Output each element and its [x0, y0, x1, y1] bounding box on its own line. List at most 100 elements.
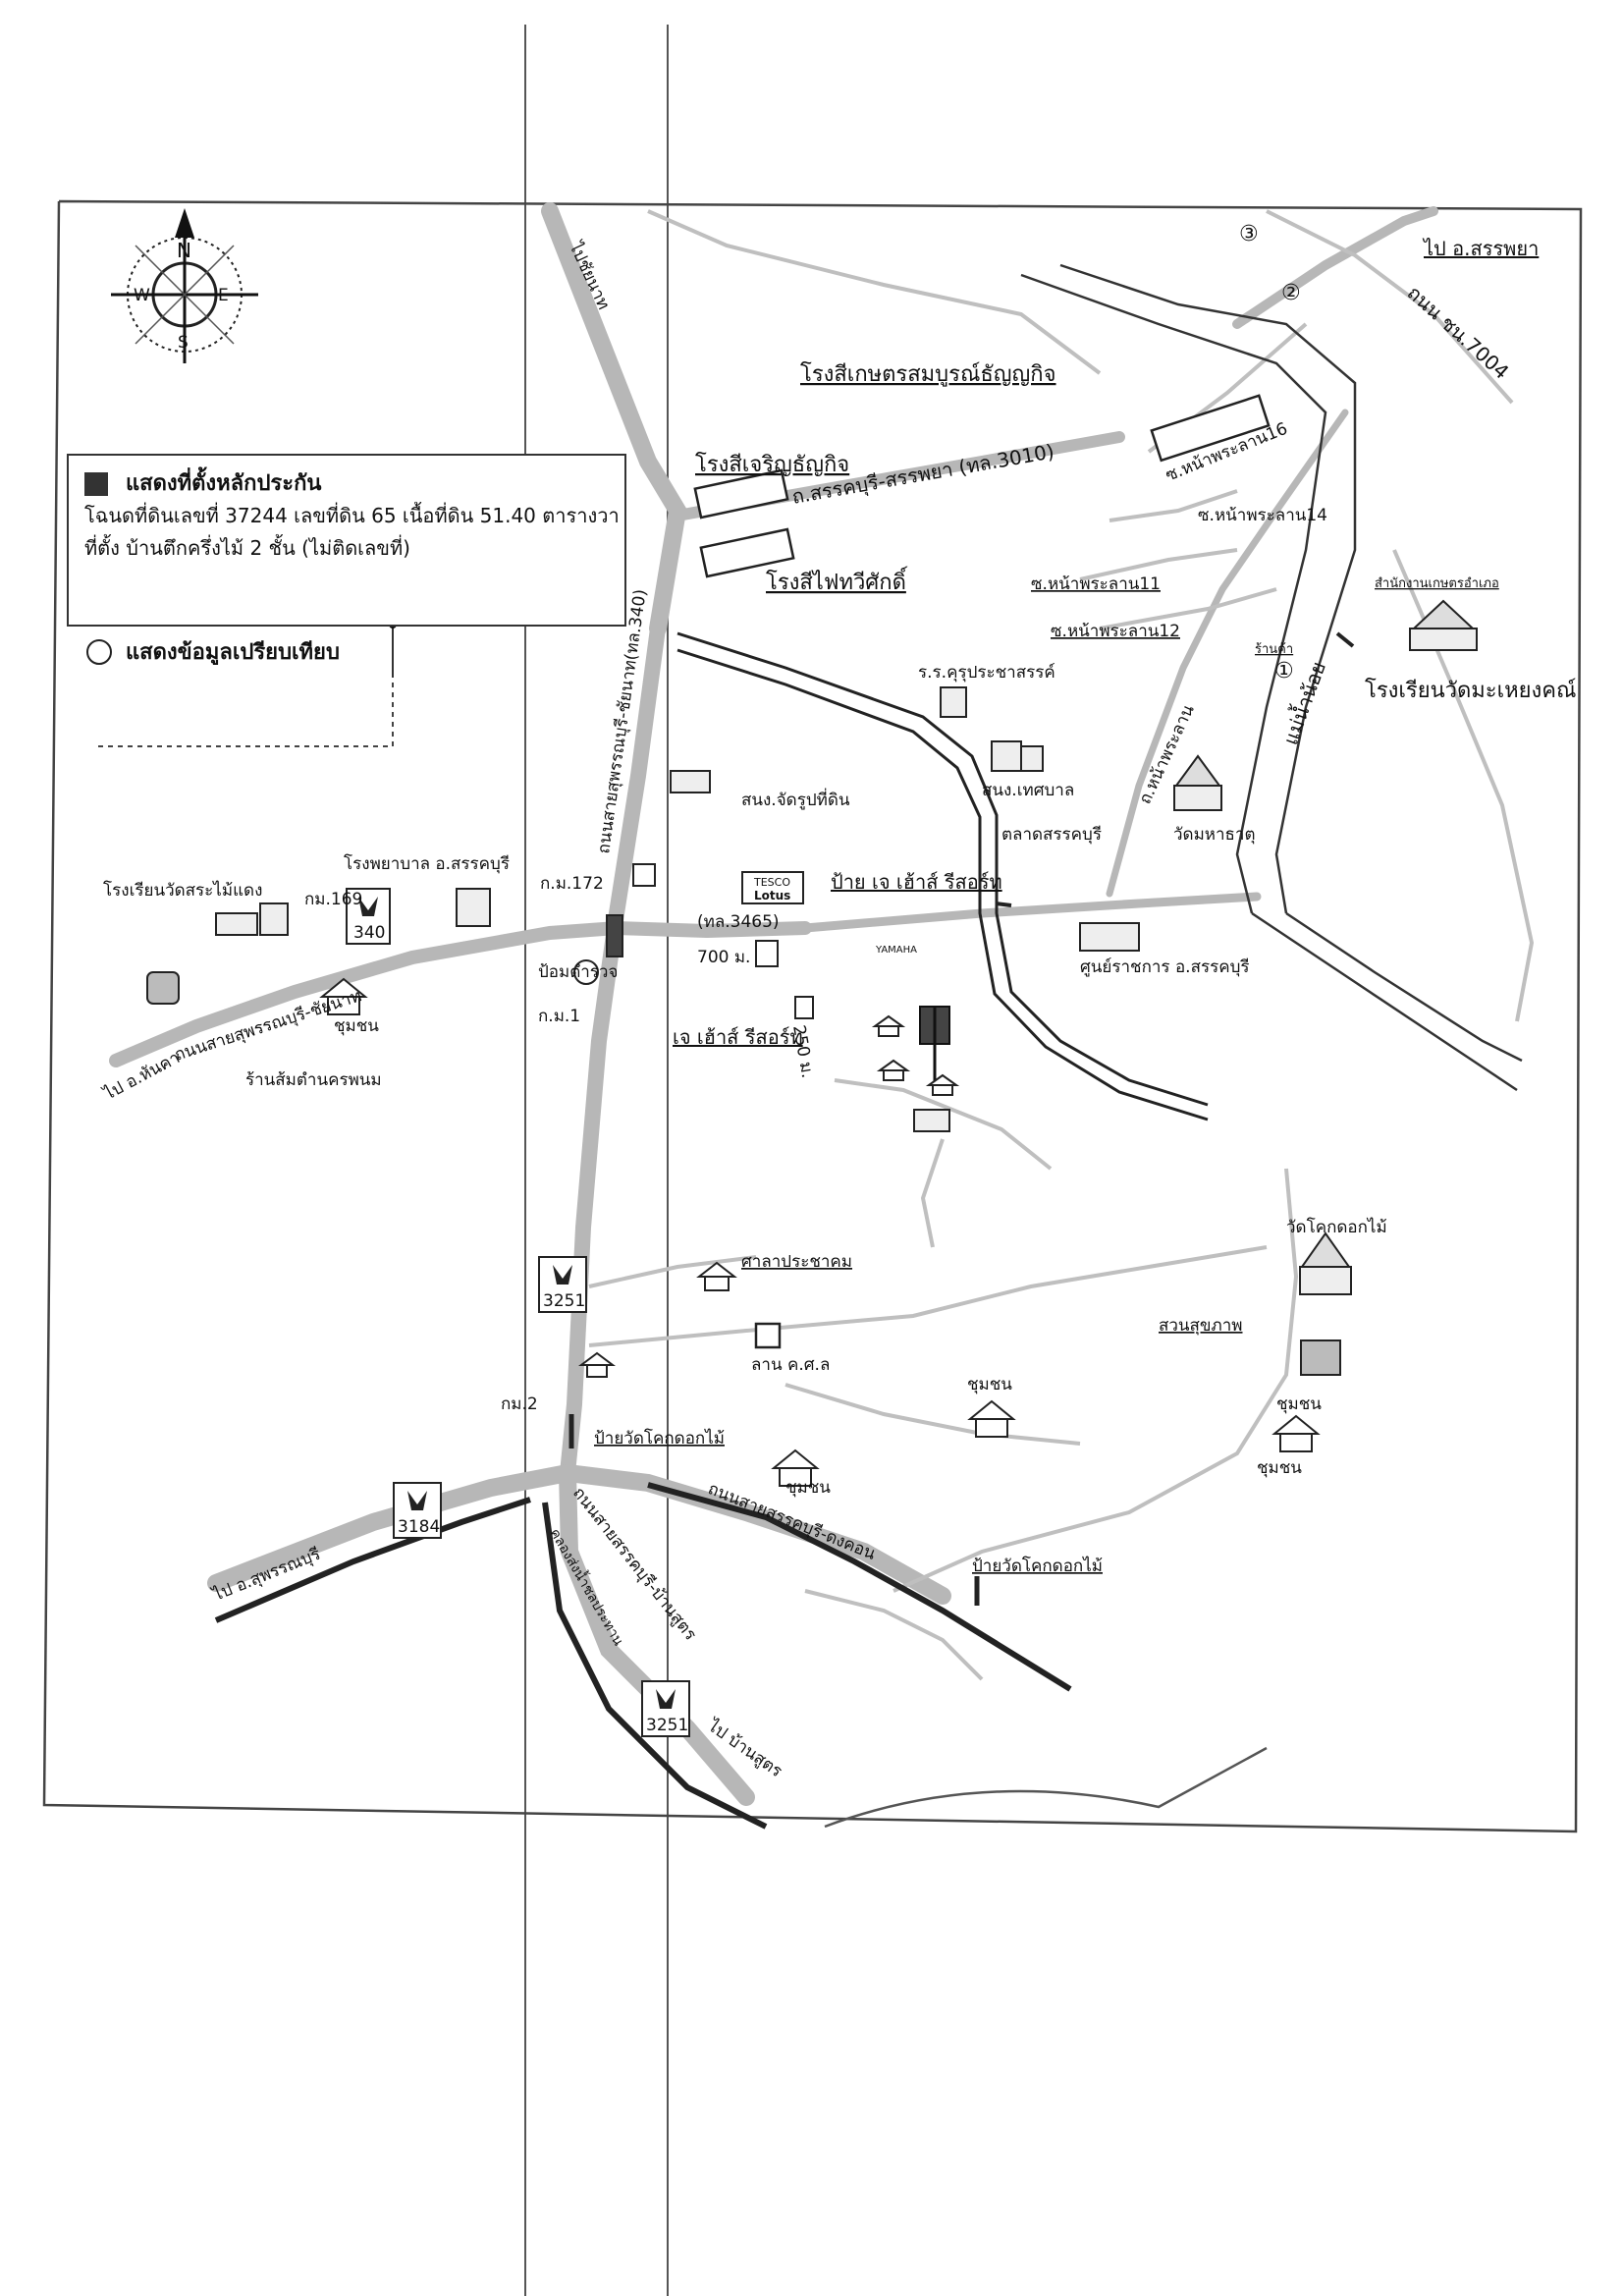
road-resort-2	[920, 1138, 945, 1248]
temple-icon	[1173, 754, 1222, 811]
river-bank-west	[1020, 273, 1327, 914]
label-market: ตลาดสรรคบุรี	[1001, 825, 1102, 845]
label-km169: กม.169	[304, 890, 362, 909]
road-340-main	[560, 621, 666, 1481]
legend-collateral-title: แสดงที่ตั้งหลักประกัน	[126, 471, 322, 496]
label-km1: ก.ม.1	[538, 1007, 580, 1026]
legend-comparison-title: แสดงข้อมูลเปรียบเทียบ	[126, 640, 340, 665]
house-icon	[319, 977, 368, 1015]
label-road-7004: ถนน ชน.7004	[1403, 281, 1514, 384]
label-gov-center: ศูนย์ราชการ อ.สรรคบุรี	[1080, 957, 1250, 977]
route-badge-340: 340	[346, 888, 391, 945]
label-sign-wat-khok-2: ป้ายวัดโคกดอกไม้	[972, 1556, 1103, 1576]
river-bank-east	[1059, 263, 1357, 914]
collateral-square-icon	[84, 471, 108, 496]
label-tesco: TESCO	[753, 876, 790, 889]
road-soi12	[1099, 587, 1277, 630]
map-icons	[146, 599, 1478, 1606]
bridge-icon	[995, 902, 1012, 907]
legend-box: แสดงที่ตั้งหลักประกัน โฉนดที่ดินเลขที่ 3…	[67, 454, 626, 627]
stamp-arc	[824, 1746, 1268, 1829]
circled-marker-3: ③	[1239, 222, 1259, 246]
route-3251-mid-label: 3251	[543, 1291, 585, 1311]
label-dist-700: 700 ม.	[697, 948, 750, 967]
label-yamaha: YAMAHA	[875, 945, 917, 956]
road-lower-east	[588, 1245, 1268, 1347]
label-police: ป้อมตำรวจ	[538, 962, 618, 982]
rice-mill-shapes	[693, 394, 1271, 578]
compass-n: N	[177, 239, 191, 262]
house-icon	[771, 1449, 820, 1487]
label-soi-12: ซ.หน้าพระลาน12	[1051, 622, 1180, 641]
circled-marker-2: ②	[1281, 281, 1301, 305]
building-icon	[456, 888, 491, 927]
route-3184-label: 3184	[398, 1517, 440, 1537]
label-school-sakrabang: โรงเรียนวัดสระไม้แดง	[103, 880, 262, 901]
label-to-sanphaya: ไป อ.สรรพยา	[1422, 237, 1539, 260]
label-sign-wat-khok: ป้ายวัดโคกดอกไม้	[594, 1428, 725, 1449]
route-340-label: 340	[353, 923, 385, 943]
map-frame	[42, 199, 1583, 1833]
circled-marker-1: ①	[1274, 659, 1294, 683]
compass-s: S	[178, 333, 189, 353]
label-community-2: ชุมชน	[785, 1478, 831, 1498]
label-rice-mill-kaset: โรงสีเกษตรสมบูรณ์ธัญญกิจ	[800, 361, 1056, 387]
canal-north-2	[676, 648, 1209, 1121]
police-box-icon	[606, 914, 623, 957]
road-na-phra-lan	[1106, 409, 1349, 898]
label-j-house-resort: เจ เฮ้าส์ รีสอร์ท	[673, 1025, 803, 1049]
house-icon	[696, 1261, 737, 1291]
label-km2: กม.2	[501, 1394, 538, 1414]
canal-north	[676, 631, 1209, 1107]
building-icon	[913, 1109, 950, 1132]
road-7004	[1232, 206, 1438, 329]
district-icon	[146, 971, 180, 1005]
label-sala: ศาลาประชาคม	[741, 1252, 852, 1272]
building-icon	[991, 740, 1044, 772]
label-municipality: สนง.เทศบาล	[982, 781, 1074, 800]
building-icon	[670, 770, 711, 793]
house-icon	[967, 1399, 1016, 1438]
road-dongkon-black	[647, 1482, 1072, 1692]
house-icon	[871, 1014, 906, 1037]
river	[1020, 263, 1523, 1092]
label-hospital: โรงพยาบาล อ.สรรคบุรี	[344, 853, 510, 874]
route-badge-3251-bottom: 3251	[641, 1680, 690, 1737]
comparison-area	[98, 678, 394, 747]
label-community-4: ชุมชน	[1276, 1394, 1322, 1414]
label-community-1: ชุมชน	[967, 1375, 1012, 1394]
parking-icon	[573, 959, 599, 985]
compass-rose: N S E W	[111, 208, 258, 363]
label-soi-14: ซ.หน้าพระลาน14	[1198, 506, 1327, 525]
building-icon	[1079, 922, 1140, 952]
label-tl3465: (ทล.3465)	[697, 912, 780, 932]
house-icon	[876, 1059, 911, 1081]
roads-thin	[588, 209, 1535, 1681]
field-icon	[754, 1322, 782, 1349]
building-icon	[1300, 1339, 1341, 1376]
building-icon	[215, 902, 289, 936]
label-school-khru: ร.ร.คุรุประชาสรรค์	[918, 663, 1055, 683]
label-wat-khok: วัดโคกดอกไม้	[1286, 1217, 1387, 1237]
shop-icon	[794, 996, 814, 1019]
road-east-loop	[893, 1168, 1299, 1593]
highway-dark	[214, 631, 1209, 1830]
label-school-mahayong: โรงเรียนวัดมะเหยงคณ์	[1365, 678, 1576, 703]
road-3465	[800, 892, 1262, 933]
temple-icon	[1409, 599, 1478, 651]
legend-deed-line: โฉนดที่ดินเลขที่ 37244 เลขที่ดิน 65 เนื้…	[84, 504, 620, 527]
gas-station-icon	[755, 940, 779, 967]
tesco-logo-icon	[741, 871, 804, 904]
road-resort	[834, 1078, 1053, 1171]
roads-grey	[109, 202, 1438, 1806]
label-community-w: ชุมชน	[334, 1016, 379, 1036]
label-soi-11: ซ.หน้าพระลาน11	[1031, 574, 1161, 594]
river-lower-east	[1285, 911, 1523, 1063]
camera-icon	[632, 863, 656, 887]
route-badge-3251-mid: 3251	[538, 1256, 587, 1313]
label-land-office: สนง.จัดรูปที่ดิน	[741, 788, 850, 810]
building-icon	[940, 686, 967, 718]
road-ridge-top	[647, 209, 1102, 375]
legend-comparison-row: แสดงข้อมูลเปรียบเทียบ	[86, 634, 340, 669]
